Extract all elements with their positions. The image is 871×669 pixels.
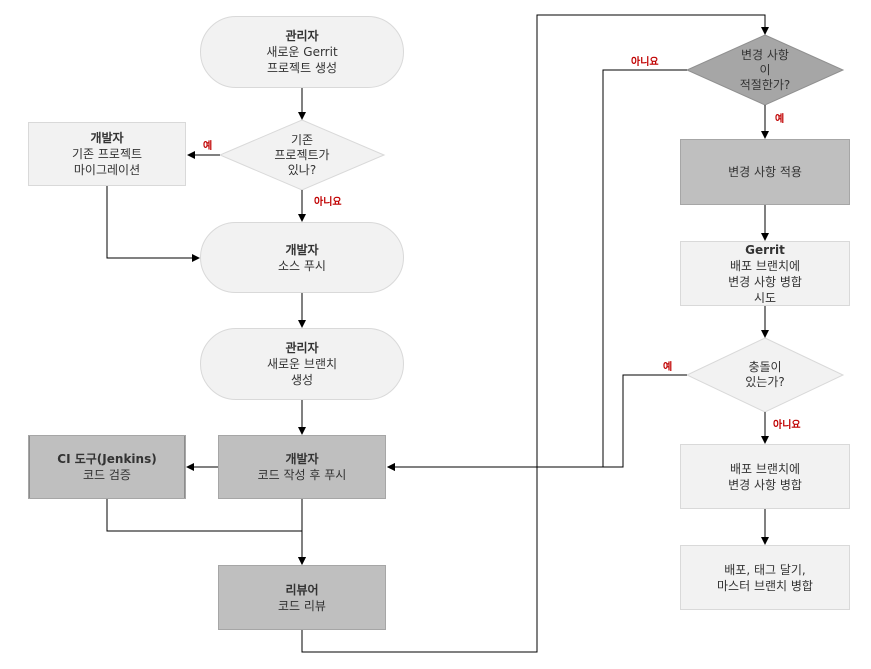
node-reviewer-code-review: 리뷰어 코드 리뷰 [218, 565, 386, 630]
decision-conflict-text: 충돌이 있는가? [715, 350, 815, 400]
decision-existing-project-text: 기존 프로젝트가 있나? [250, 125, 354, 185]
arrow-d3-yes-to-code [387, 374, 687, 471]
node-line: 배포, 태그 달기, [724, 562, 806, 577]
decision-line: 적절한가? [739, 77, 791, 92]
label-d3-no: 아니요 [773, 420, 801, 431]
node-title: 관리자 [285, 29, 319, 43]
node-line: 코드 리뷰 [278, 598, 326, 613]
node-release-tag-merge-master: 배포, 태그 달기, 마스터 브랜치 병합 [680, 545, 850, 610]
label-d2-no: 아니요 [631, 57, 659, 68]
decision-line: 이 [759, 62, 771, 77]
node-title: 개발자 [285, 452, 319, 466]
node-line: 마이그레이션 [73, 163, 141, 177]
node-line: 배포 브랜치에 [729, 461, 801, 476]
node-line: 변경 사항 병합 [728, 274, 802, 289]
node-line: 코드 검증 [83, 468, 131, 482]
node-line: 배포 브랜치에 [729, 258, 801, 273]
decision-line: 있나? [287, 162, 317, 177]
arrow-migration-to-source-push [106, 186, 200, 262]
arrow-review-to-d2 [301, 14, 769, 653]
node-ci-tool-verify: CI 도구(Jenkins) 코드 검증 [28, 435, 186, 499]
label-d2-yes: 예 [775, 114, 785, 125]
node-line: 새로운 Gerrit [266, 45, 338, 59]
node-merge-to-release-branch: 배포 브랜치에 변경 사항 병합 [680, 444, 850, 509]
node-line: 마스터 브랜치 병합 [717, 578, 813, 593]
decision-line: 있는가? [745, 375, 785, 389]
node-title: Gerrit [745, 242, 785, 257]
node-developer-migrate-project: 개발자 기존 프로젝트 마이그레이션 [28, 122, 186, 186]
decision-line: 변경 사항 [741, 47, 789, 62]
node-developer-code-push: 개발자 코드 작성 후 푸시 [218, 435, 386, 499]
label-d1-no: 아니요 [314, 197, 342, 208]
node-line: 기존 프로젝트 [71, 147, 143, 161]
label-d1-yes: 예 [203, 141, 213, 152]
node-admin-new-gerrit-project: 관리자 새로운 Gerrit 프로젝트 생성 [200, 16, 404, 88]
decision-line: 기존 [290, 132, 314, 147]
node-line: 코드 작성 후 푸시 [257, 468, 347, 482]
arrow-ci-to-review [106, 499, 306, 565]
node-line: 변경 사항 적용 [728, 165, 802, 179]
node-gerrit-merge-attempt: Gerrit 배포 브랜치에 변경 사항 병합 시도 [680, 241, 850, 306]
label-d3-yes: 예 [663, 362, 673, 373]
node-title: 관리자 [285, 341, 319, 355]
decision-change-appropriate-text: 변경 사항 이 적절한가? [715, 40, 815, 100]
decision-line: 충돌이 [748, 360, 782, 374]
node-line: 새로운 브랜치 [266, 357, 338, 371]
node-line: 생성 [290, 373, 314, 387]
node-line: 변경 사항 병합 [728, 477, 802, 492]
node-line: 시도 [753, 290, 777, 305]
node-title: 리뷰어 [285, 582, 319, 597]
node-line: 프로젝트 생성 [266, 61, 338, 75]
node-title: 개발자 [90, 131, 124, 145]
node-admin-new-branch: 관리자 새로운 브랜치 생성 [200, 328, 404, 400]
node-line: 소스 푸시 [278, 258, 326, 273]
node-developer-source-push: 개발자 소스 푸시 [200, 222, 404, 293]
node-apply-changes: 변경 사항 적용 [680, 139, 850, 205]
decision-line: 프로젝트가 [274, 147, 330, 162]
node-title: CI 도구(Jenkins) [57, 452, 157, 466]
node-title: 개발자 [285, 242, 319, 257]
